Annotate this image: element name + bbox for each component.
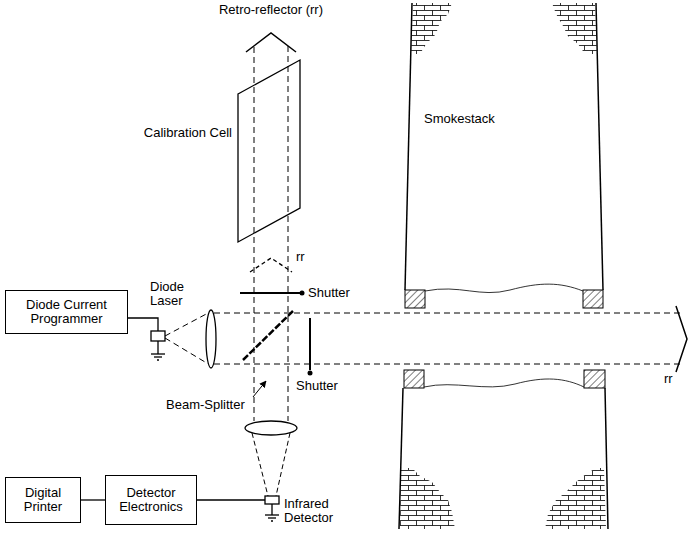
brickwork (545, 468, 606, 529)
brickwork (400, 468, 455, 529)
ground-line (157, 341, 158, 354)
part-label: Shutter (308, 286, 350, 300)
shutter (309, 318, 311, 370)
part-label: Beam-Splitter (166, 398, 245, 412)
ground-line (271, 520, 273, 521)
converging-beam (252, 433, 290, 496)
diode-laser (151, 331, 165, 341)
beam-line (165, 312, 210, 336)
smokestack (399, 3, 608, 529)
stack-wall (399, 388, 403, 529)
shutter-pivot (308, 371, 313, 376)
beam-line (214, 364, 682, 365)
lens (245, 421, 297, 435)
retro-reflector (676, 306, 687, 372)
part-label: Retro-reflector (rr) (219, 3, 323, 17)
beam-line (288, 46, 289, 421)
box-label: Diode Current Programmer (12, 298, 121, 326)
vertical-beam (254, 46, 288, 421)
part-label: Calibration Cell (144, 126, 232, 140)
lens (206, 310, 216, 368)
ground-line (151, 353, 165, 354)
process-box: Digital Printer (5, 477, 81, 523)
ground-symbol (151, 341, 165, 360)
shutter (240, 292, 300, 294)
wall-section (584, 370, 605, 388)
box-label: Digital Printer (12, 486, 74, 514)
ground-line (154, 356, 162, 357)
beam-line (252, 433, 268, 496)
stack-wall (405, 3, 412, 290)
wall-section (583, 290, 603, 308)
wire (197, 499, 265, 500)
stack-wall (596, 3, 603, 290)
retro-reflector (250, 258, 292, 272)
ground-line (268, 517, 276, 518)
part-label: Smokestack (424, 112, 495, 126)
cut-line (425, 284, 583, 292)
beam-line (214, 313, 682, 314)
part-label: rr (664, 372, 673, 386)
wall-section (405, 290, 425, 308)
box-label: Detector Electronics (112, 486, 190, 514)
beam-line (276, 433, 290, 496)
beam-splitter (243, 310, 294, 360)
process-box: Diode Current Programmer (5, 290, 128, 334)
part-label: Shutter (296, 379, 338, 393)
wire (128, 318, 158, 331)
wall-section (404, 370, 424, 388)
ground-line (157, 359, 159, 360)
ground-symbol (265, 504, 279, 521)
infrared-detector (265, 496, 279, 504)
brickwork (552, 3, 597, 54)
process-box: Detector Electronics (105, 475, 197, 525)
beam-line (165, 338, 210, 365)
pointer-arrow (253, 381, 266, 397)
cut-line (424, 379, 584, 387)
brickwork (411, 3, 452, 54)
part-label: Diode Laser (150, 280, 192, 308)
calibration-cell (238, 60, 300, 242)
ground-line (265, 514, 279, 515)
part-label: Infrared Detector (284, 497, 344, 525)
horizontal-beam (165, 312, 682, 365)
part-label: rr (296, 250, 305, 264)
stack-wall (605, 388, 608, 529)
ground-line (271, 504, 272, 515)
signal-wire (81, 499, 105, 500)
shutter-pivot (300, 291, 305, 296)
